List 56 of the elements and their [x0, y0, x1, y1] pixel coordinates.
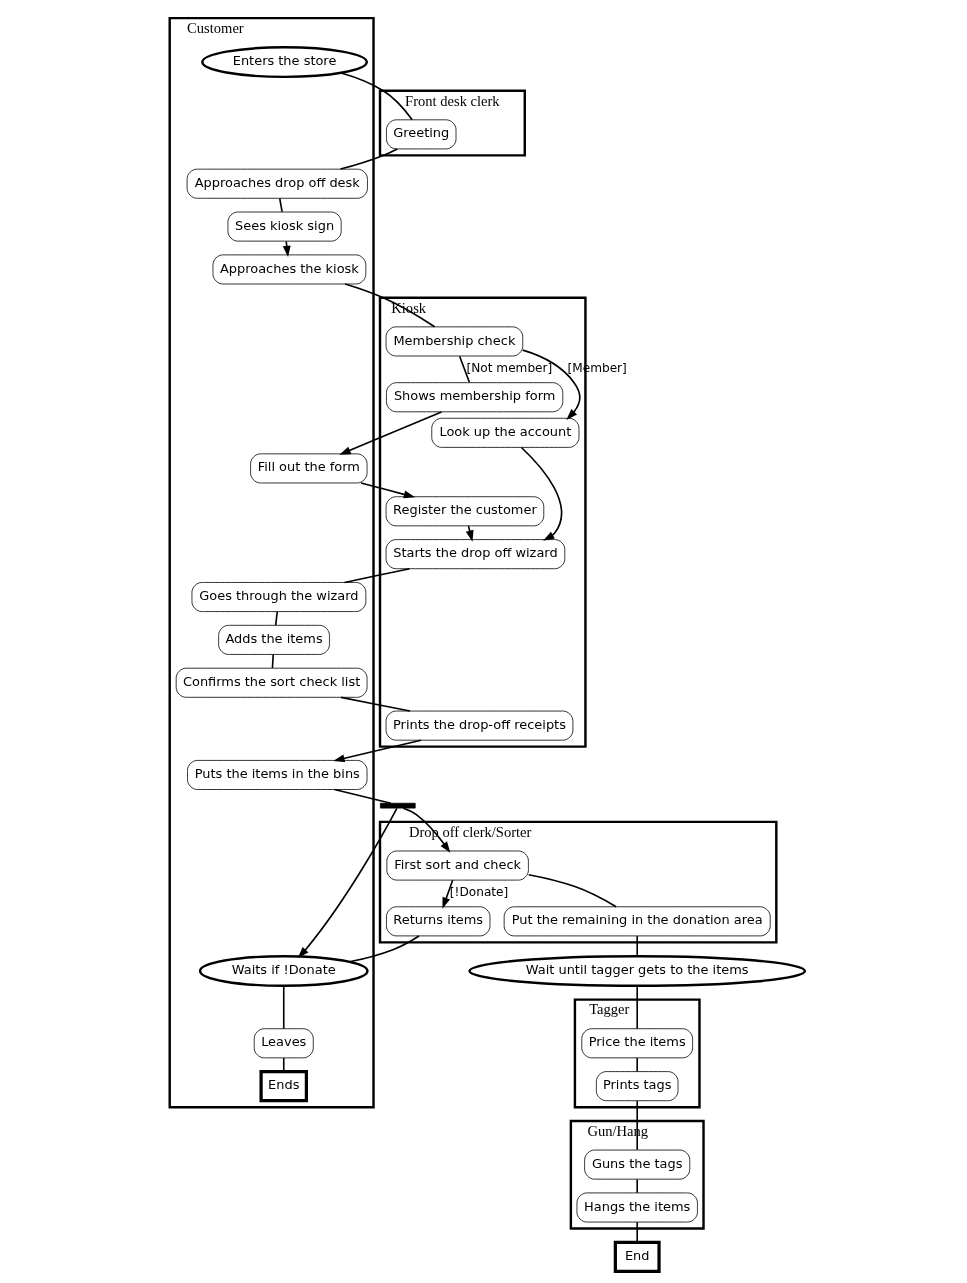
node-box: Greeting	[385, 119, 456, 150]
connector	[339, 696, 411, 712]
connector	[339, 148, 398, 170]
node-box: Hangs the items	[576, 1192, 698, 1223]
node-box: Returns items	[385, 906, 490, 937]
node-box: Price the items	[580, 1028, 693, 1059]
connector	[348, 935, 420, 963]
node-box: Shows membership form	[385, 382, 563, 413]
node-bar	[379, 802, 416, 809]
node-box: Starts the drop off wizard	[385, 539, 565, 570]
node-box: Sees kiosk sign	[227, 211, 342, 242]
connector	[333, 788, 392, 804]
edge-label: [Not member]	[466, 361, 552, 376]
node-box: Goes through the wizard	[191, 582, 366, 612]
node-box: Approaches drop off desk	[186, 168, 368, 199]
connector	[635, 1221, 638, 1243]
node-box: End	[613, 1240, 661, 1273]
node-box: First sort and check	[385, 850, 529, 881]
connector	[282, 985, 285, 1030]
arrow	[359, 482, 415, 499]
connector	[343, 567, 411, 584]
connector	[271, 653, 274, 669]
arrow	[332, 739, 422, 763]
node-box: Adds the items	[217, 624, 330, 655]
arrow	[520, 446, 562, 541]
node-box: Prints tags	[595, 1071, 678, 1102]
node-box: Look up the account	[430, 417, 579, 448]
connector	[635, 1178, 638, 1194]
node-box: Put the remaining in the donation area	[503, 906, 771, 937]
edge-label: [!Donate]	[449, 885, 508, 900]
arrow	[441, 879, 453, 909]
node-box: Approaches the kiosk	[212, 254, 366, 285]
connector	[635, 935, 638, 957]
node-box: Leaves	[253, 1028, 314, 1059]
connector	[635, 985, 638, 1030]
node-box: Membership check	[385, 326, 523, 357]
node-box: Confirms the sort check list	[175, 667, 367, 698]
arrow	[521, 349, 581, 420]
connector	[282, 1057, 285, 1073]
node-box: Prints the drop-off receipts	[385, 710, 573, 741]
connector	[458, 355, 470, 384]
connector	[635, 1057, 638, 1073]
node-box: Puts the items in the bins	[186, 760, 367, 790]
connector	[343, 283, 435, 328]
connector	[274, 611, 278, 626]
node-ellipse: Enters the store	[200, 46, 368, 79]
node-box: Fill out the form	[249, 453, 367, 484]
node-box: Ends	[259, 1070, 308, 1103]
node-ellipse: Waits if !Donate	[198, 955, 369, 987]
connector	[278, 197, 283, 213]
connector	[527, 873, 617, 908]
node-box: Guns the tags	[583, 1149, 690, 1180]
node-box: Register the customer	[385, 496, 544, 527]
node-ellipse: Wait until tagger gets to the items	[467, 955, 806, 987]
arrow	[297, 807, 398, 959]
connector	[339, 72, 413, 121]
